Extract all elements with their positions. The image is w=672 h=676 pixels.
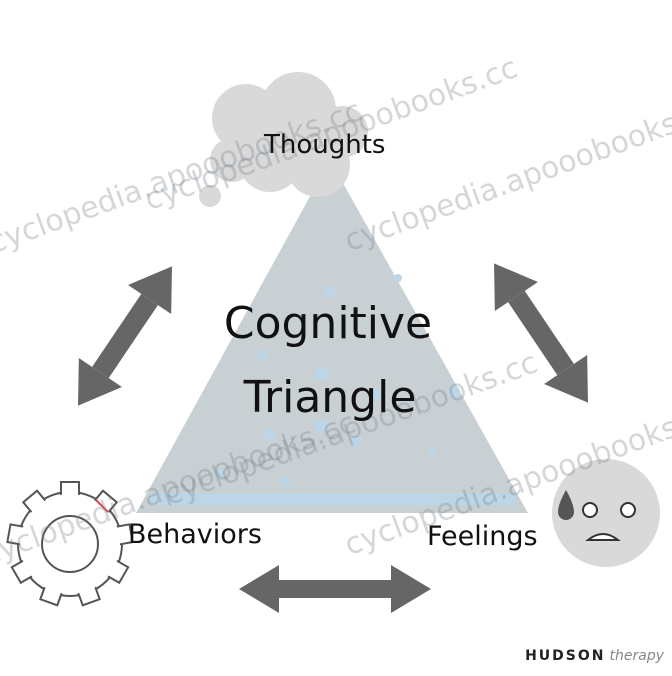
diagram-title-line1: Cognitive [223, 298, 433, 349]
node-label-feelings: Feelings [427, 521, 538, 552]
gear-icon [6, 481, 134, 607]
diagram-title-line2: Triangle [243, 372, 417, 423]
node-label-behaviors: Behaviors [128, 519, 262, 550]
brand-name: HUDSON [525, 648, 606, 664]
triangle-base-band [150, 493, 516, 505]
thought-cloud-icon [199, 72, 368, 207]
teardrop-icon [558, 490, 574, 520]
node-label-thoughts: Thoughts [264, 130, 386, 160]
double-arrow-icon-bottom [239, 565, 431, 613]
triangle-shape [136, 160, 528, 513]
gear-accent [95, 499, 109, 513]
triangle-texture [215, 274, 460, 487]
double-arrow-icon-right [494, 263, 588, 403]
double-arrow-icon-left [78, 266, 172, 406]
brand-suffix: therapy [609, 648, 664, 664]
sad-face-icon [552, 459, 660, 567]
